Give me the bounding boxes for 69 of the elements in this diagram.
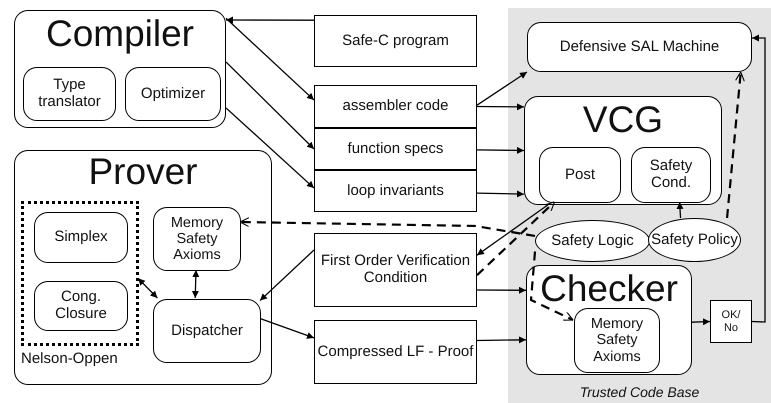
arrow <box>476 71 528 106</box>
node-label: First Order Verification Condition <box>320 251 472 288</box>
arrow <box>226 18 314 101</box>
compiler-box <box>14 10 226 128</box>
arrow <box>476 204 548 256</box>
node-title: Checker <box>539 268 679 310</box>
node-label: Defensive SAL Machine <box>558 36 720 57</box>
component-box <box>574 308 660 373</box>
node-label: Simplex <box>53 227 109 248</box>
trusted-region <box>508 8 771 403</box>
node-label: Memory Safety Axioms <box>590 315 644 367</box>
node-title: Compiler <box>44 13 196 54</box>
node-label: Safe-C program <box>341 30 450 51</box>
dashed-arrow <box>726 71 745 218</box>
arrow <box>476 190 524 198</box>
component-box <box>34 281 128 331</box>
node-label: Safety Cond. <box>648 156 694 193</box>
arrow <box>192 270 200 298</box>
arrow <box>226 61 314 150</box>
component-box <box>34 212 128 263</box>
node-label: Dispatcher <box>170 320 244 341</box>
component-box <box>153 207 241 271</box>
data-box <box>314 320 477 384</box>
node-label: Safety Policy <box>650 230 739 250</box>
node-label: Cong. Closure <box>54 287 108 324</box>
node-label: Optimizer <box>140 84 206 104</box>
component-box <box>23 67 116 121</box>
node-label: Post <box>564 164 596 185</box>
node-label: Compressed LF - Proof <box>316 342 474 362</box>
arrow <box>477 103 524 110</box>
arrow <box>477 286 526 294</box>
arrow <box>477 146 524 154</box>
arrow <box>226 16 314 24</box>
component-box <box>153 299 261 363</box>
data-box <box>314 85 477 128</box>
group-label: Nelson-Oppen <box>21 351 118 368</box>
data-box <box>314 128 477 170</box>
data-box <box>314 170 477 212</box>
ellipse-node <box>535 220 650 262</box>
arrow <box>692 318 710 326</box>
node-label: Safety Logic <box>550 230 635 251</box>
node-title: VCG <box>582 99 664 140</box>
data-box <box>314 233 477 307</box>
dashed-arrow <box>476 201 556 276</box>
dashed-arrow <box>530 251 574 321</box>
arrow <box>138 278 158 298</box>
dashed-arrow <box>239 217 536 238</box>
prover-box <box>14 150 272 385</box>
node-title: Prover <box>88 151 198 192</box>
component-box <box>527 22 752 72</box>
arrow <box>260 250 314 302</box>
region-label: Trusted Code Base <box>578 385 700 401</box>
node-label: assembler code <box>342 96 450 116</box>
node-label: OK/ No <box>722 308 740 336</box>
node-label: Memory Safety Axioms <box>170 214 224 266</box>
checker-box <box>526 265 692 375</box>
component-box <box>539 147 621 203</box>
data-box <box>314 15 477 67</box>
component-box <box>631 147 711 203</box>
data-box <box>710 300 752 343</box>
arrow <box>752 34 766 323</box>
node-label: loop invariants <box>346 180 445 201</box>
vcg-box <box>524 96 722 205</box>
component-box <box>125 67 221 121</box>
arrow <box>226 107 314 189</box>
arrow <box>477 336 526 344</box>
arrow <box>260 318 314 339</box>
node-label: Type translator <box>37 75 102 112</box>
node-label: function specs <box>346 138 444 159</box>
